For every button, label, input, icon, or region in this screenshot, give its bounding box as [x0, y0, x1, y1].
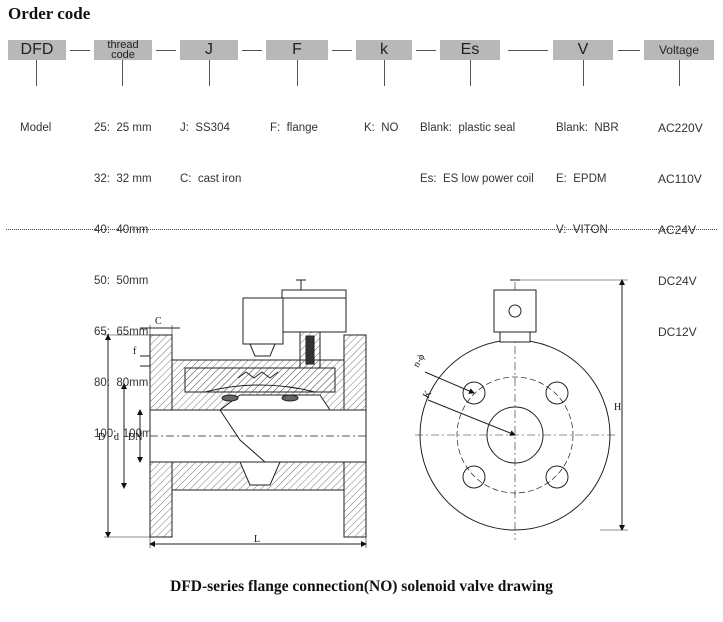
bolt-hole — [462, 465, 486, 489]
dim-f-label: f — [133, 346, 137, 357]
option-item: E: EPDM — [556, 173, 607, 185]
code-seal-label: Es — [460, 41, 480, 58]
coil-head — [493, 289, 537, 333]
connector-line — [583, 60, 584, 86]
drawing-caption: DFD-series flange connection(NO) solenoi… — [170, 578, 553, 595]
dotted-separator — [6, 229, 717, 230]
option-item: 25: 25 mm — [94, 122, 152, 134]
code-box-seal: Es — [440, 40, 500, 60]
code-connection-label: F — [292, 41, 302, 58]
code-box-voltage: Voltage — [644, 40, 714, 60]
dash-separator — [618, 50, 640, 51]
connector-line — [470, 60, 471, 86]
option-item: AC220V — [658, 121, 703, 135]
dim-D-label: D — [98, 432, 105, 443]
plunger — [305, 335, 315, 365]
option-item: Es: ES low power coil — [420, 173, 534, 185]
dash-separator — [242, 50, 262, 51]
connector-line — [36, 60, 37, 86]
dim-k-label: K — [421, 388, 435, 400]
state-options: K: NO — [364, 86, 399, 154]
connector-line — [384, 60, 385, 86]
connector-line — [122, 60, 123, 86]
connection-options: F: flange — [270, 86, 318, 154]
option-item: AC24V — [658, 223, 697, 237]
leader-n-phi — [424, 371, 475, 394]
diaphragm — [204, 384, 316, 393]
option-item: K: NO — [364, 122, 399, 134]
coil-screw — [508, 304, 522, 318]
code-box-model: DFD — [8, 40, 66, 60]
option-item: 32: 32 mm — [94, 173, 152, 185]
model-options: Model — [20, 86, 51, 154]
code-box-membrane: V — [553, 40, 613, 60]
dash-separator — [156, 50, 176, 51]
option-item: Blank: plastic seal — [420, 122, 516, 134]
seal-ring — [281, 394, 299, 402]
connector-line — [297, 60, 298, 86]
cable-gland — [249, 343, 276, 357]
code-state-label: k — [380, 41, 388, 58]
dim-L-label: L — [254, 534, 260, 545]
option-item: DC12V — [658, 325, 697, 339]
code-material-label: J — [205, 41, 213, 58]
code-thread-label-line1: thread — [107, 39, 139, 51]
option-item: 40: 40mm — [94, 224, 149, 236]
dim-DN-label: DN — [128, 432, 142, 443]
dash-separator — [508, 50, 548, 51]
connector-line — [679, 60, 680, 86]
seal-options: Blank: plastic seal Es: ES low power coi… — [420, 86, 534, 205]
option-item: V: VITON — [556, 224, 608, 236]
valve-bonnet — [184, 367, 336, 393]
dim-C-label: C — [155, 316, 162, 327]
leader-k — [427, 399, 516, 436]
code-model-label: DFD — [20, 41, 54, 58]
option-item: F: flange — [270, 122, 318, 134]
code-box-state: k — [356, 40, 412, 60]
dim-d-label: d — [114, 432, 119, 443]
option-item: 50: 50mm — [94, 275, 149, 287]
valve-body-lower — [171, 461, 345, 491]
code-box-connection: F — [266, 40, 328, 60]
valve-partition — [219, 409, 266, 463]
membrane-options: Blank: NBR E: EPDM V: VITON — [556, 86, 619, 256]
voltage-options: AC220V AC110V AC24V DC24V DC12V — [658, 86, 703, 358]
bolt-hole — [545, 465, 569, 489]
code-thread-label-line2: code — [111, 49, 135, 61]
option-item: C: cast iron — [180, 173, 242, 185]
code-membrane-label: V — [577, 41, 589, 58]
coil-housing — [281, 289, 347, 333]
din-connector — [242, 297, 284, 345]
option-item: Blank: NBR — [556, 122, 619, 134]
option-item: DC24V — [658, 274, 697, 288]
option-item: AC110V — [658, 172, 702, 186]
dim-n-phi-label: n-ϕ — [411, 352, 427, 369]
option-item: Model — [20, 122, 52, 134]
dash-separator — [416, 50, 436, 51]
front-view — [415, 279, 628, 540]
dim-H-label: H — [614, 402, 621, 413]
order-code-title: Order code — [8, 4, 91, 23]
connector-line — [209, 60, 210, 86]
bolt-hole — [462, 381, 486, 405]
seal-ring — [221, 394, 239, 402]
spring — [237, 371, 279, 379]
code-voltage-label: Voltage — [658, 43, 700, 57]
code-box-material: J — [180, 40, 238, 60]
dash-separator — [332, 50, 352, 51]
material-options: J: SS304 C: cast iron — [180, 86, 241, 205]
bolt-hole — [545, 381, 569, 405]
side-section-view — [104, 279, 367, 548]
dash-separator — [70, 50, 90, 51]
option-item: J: SS304 — [180, 122, 230, 134]
coil-base — [499, 331, 531, 343]
